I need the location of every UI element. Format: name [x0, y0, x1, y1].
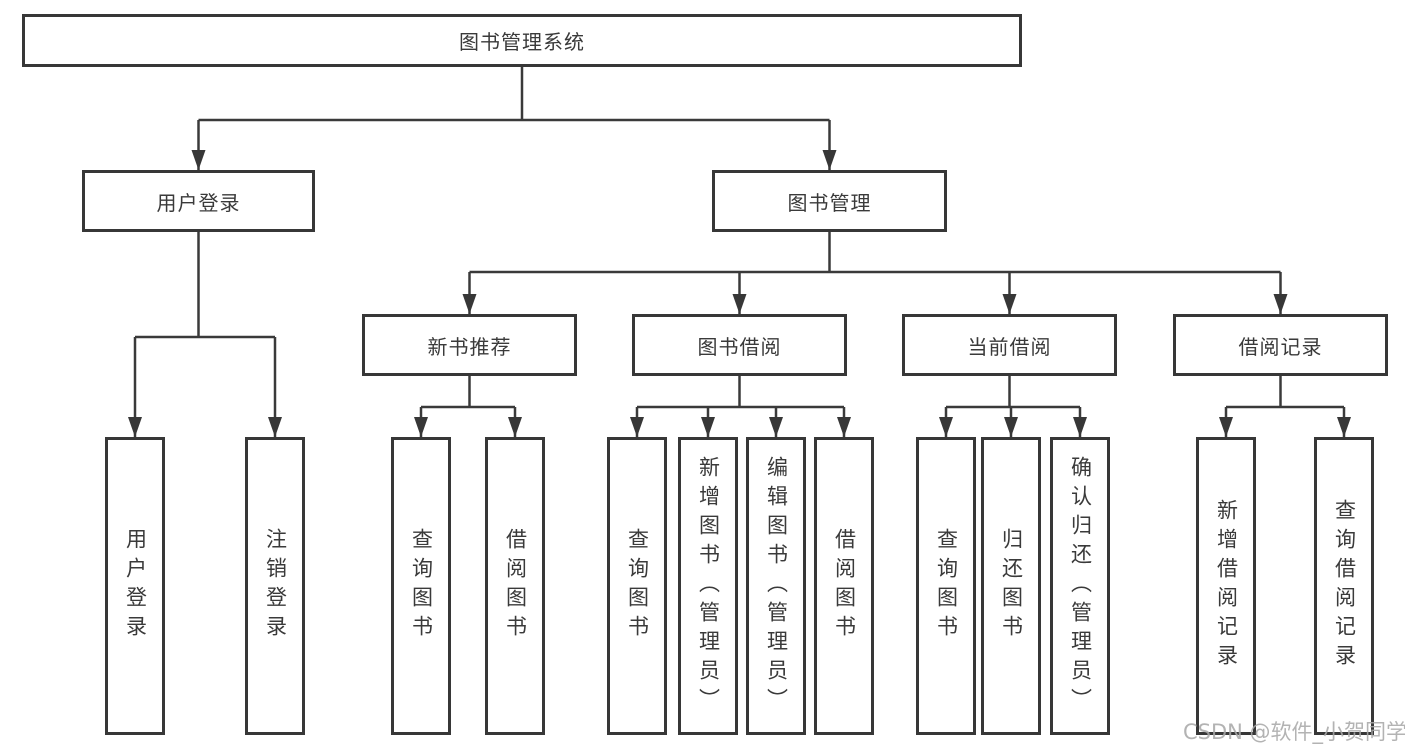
leaf-add-book-admin: 新增图书（管理员）: [678, 437, 738, 735]
node-label: 当前借阅: [967, 334, 1052, 359]
leaf-confirm-return-admin: 确认归还（管理员）: [1050, 437, 1110, 735]
node-label: 确认归还（管理员）: [1068, 455, 1093, 717]
node-label: 注销登录: [263, 528, 288, 644]
leaf-add-borrow-record: 新增借阅记录: [1196, 437, 1256, 735]
node-current-borrow: 当前借阅: [902, 314, 1117, 376]
node-label: 用户登录: [156, 190, 241, 215]
node-book-borrow: 图书借阅: [632, 314, 847, 376]
node-label: 图书借阅: [697, 334, 782, 359]
leaf-query-borrow-record: 查询借阅记录: [1314, 437, 1374, 735]
node-new-book-recommend: 新书推荐: [362, 314, 577, 376]
connector-bookborrow-to-leaves: [630, 376, 851, 437]
leaf-edit-book-admin: 编辑图书（管理员）: [746, 437, 806, 735]
node-label: 用户登录: [123, 528, 148, 644]
leaf-logout: 注销登录: [245, 437, 305, 735]
node-label: 新书推荐: [427, 334, 512, 359]
node-label: 新增图书（管理员）: [696, 455, 721, 717]
connector-root-to-level2: [191, 67, 837, 170]
node-label: 借阅图书: [503, 528, 528, 644]
node-label: 借阅图书: [832, 528, 857, 644]
leaf-user-login: 用户登录: [105, 437, 165, 735]
node-label: 图书管理系统: [459, 30, 585, 54]
node-label: 查询图书: [409, 528, 434, 644]
connector-userlogin-to-leaves: [128, 232, 282, 437]
node-label: 编辑图书（管理员）: [764, 455, 789, 717]
leaf-query-books-2: 查询图书: [607, 437, 667, 735]
node-label: 查询图书: [625, 528, 650, 644]
leaf-return-books: 归还图书: [981, 437, 1041, 735]
node-borrow-records: 借阅记录: [1173, 314, 1388, 376]
node-book-management: 图书管理: [712, 170, 947, 232]
node-label: 归还图书: [999, 528, 1024, 644]
connector-currentborrow-to-leaves: [939, 376, 1087, 437]
connector-bookmgmt-to-level3: [462, 232, 1288, 314]
node-label: 查询图书: [934, 528, 959, 644]
node-label: 新增借阅记录: [1214, 499, 1239, 673]
node-root: 图书管理系统: [22, 14, 1022, 67]
leaf-query-books-1: 查询图书: [391, 437, 451, 735]
node-label: 借阅记录: [1238, 334, 1323, 359]
connector-newbook-to-leaves: [414, 376, 522, 437]
leaf-borrow-books-1: 借阅图书: [485, 437, 545, 735]
node-label: 图书管理: [787, 190, 872, 215]
leaf-query-books-3: 查询图书: [916, 437, 976, 735]
leaf-borrow-books-2: 借阅图书: [814, 437, 874, 735]
watermark: CSDN @软件_小贺同学: [1183, 720, 1405, 744]
connector-records-to-leaves: [1219, 376, 1351, 437]
node-user-login: 用户登录: [82, 170, 315, 232]
node-label: 查询借阅记录: [1332, 499, 1357, 673]
